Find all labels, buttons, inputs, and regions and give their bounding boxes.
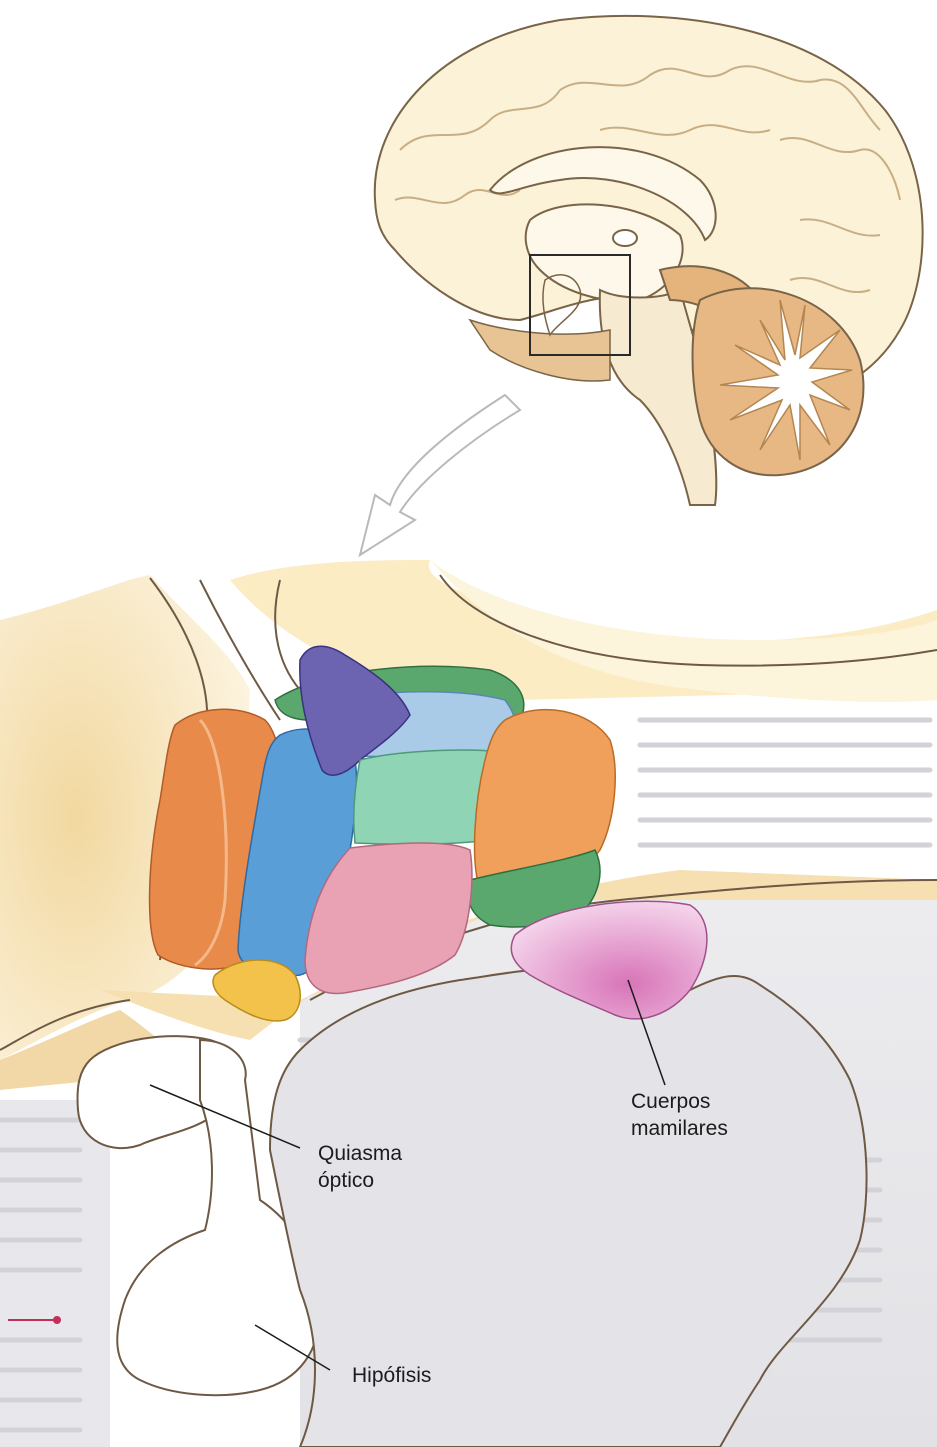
label-pituitary: Hipófisis xyxy=(352,1364,431,1387)
label-mamillary-line1: Cuerpos xyxy=(631,1090,710,1113)
label-mamillary-line2: mamilares xyxy=(631,1117,728,1140)
zoom-arrow xyxy=(360,395,520,555)
label-chiasm-line2: óptico xyxy=(318,1169,374,1192)
label-chiasm-line1: Quiasma xyxy=(318,1142,402,1165)
